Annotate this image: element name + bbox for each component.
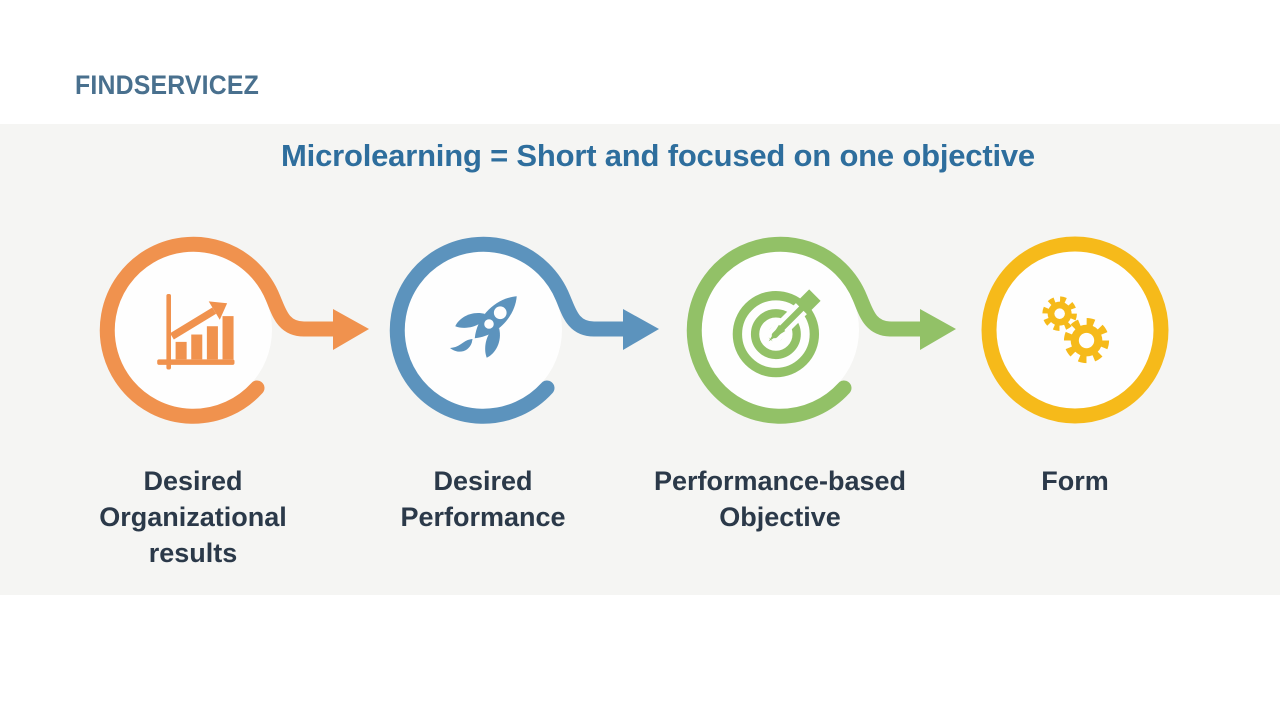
slide-title: Microlearning = Short and focused on one… [281,138,1035,173]
arrow-right-icon [920,309,956,350]
rocket-icon [450,296,517,358]
circle-ring-with-connector [389,236,633,424]
step-label: Desired Performance [400,466,566,532]
gears-icon [1042,296,1110,364]
step-label: Desired Organizational results [99,466,287,568]
bar-chart-growth-icon [157,294,235,370]
step-desired-performance: Desired Performance [388,235,678,532]
content-band: Microlearning = Short and focused on one… [0,124,1280,595]
step-form: Form [980,235,1270,496]
target-with-dart-icon [732,289,821,378]
circle-ring-with-connector [99,236,343,424]
arrow-right-icon [623,309,659,350]
step-desired-organizational-results: Desired Organizational results [98,235,388,568]
brand-logo: FINDSERVICEZ [75,70,259,100]
step-circle [686,236,956,424]
circle-ring [981,236,1169,424]
step-performance-based-objective: Performance-based Objective [654,235,975,532]
circle-inner-disc [114,251,272,409]
step-circle [99,236,369,424]
circle-ring-with-connector [686,236,930,424]
step-label: Form [1041,466,1109,496]
step-label: Performance-based Objective [653,466,907,532]
arrow-right-icon [333,309,369,350]
